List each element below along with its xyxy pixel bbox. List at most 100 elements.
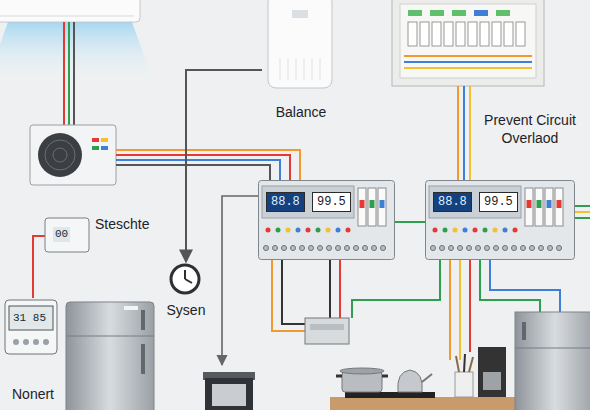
purifier-grille [312,58,313,80]
breaker-toggle [380,200,385,208]
wire-terminal [300,246,305,251]
breaker-toggle [557,200,562,208]
monitor-device: 31 85 Nonert [2,298,64,408]
status-led [443,228,448,233]
wire-terminal [327,246,332,251]
device-button [33,339,39,345]
status-led [326,228,331,233]
wire-connector [33,236,45,298]
breaker-switch [368,188,376,226]
display-reading: 00 [53,227,70,242]
purifier-body [268,0,332,88]
wire-terminal [449,246,454,251]
status-led [453,228,458,233]
device-button [43,339,49,345]
clock-face [171,265,199,293]
wire-terminal [521,246,526,251]
wire-terminal [345,246,350,251]
wire-terminal [336,246,341,251]
purifier-grille [280,58,281,80]
breaker-toggle [370,200,375,208]
callout-label: Prevent Circuit Overlaod [472,112,588,147]
wire-terminal [458,246,463,251]
wire-terminal [291,246,296,251]
status-led [433,228,438,233]
device-label: Nonert [2,386,64,403]
wire-terminal [512,246,517,251]
display-reading: 99.5 [479,192,518,212]
clock-hand [184,270,186,279]
purifier-grille [288,58,289,80]
purifier-grille [304,58,305,80]
breaker-toggle [547,200,552,208]
status-led [493,228,498,233]
status-led [266,228,271,233]
purifier-display [292,10,308,18]
wire-terminal [381,246,386,251]
module-housing [259,181,395,260]
timer-clock: Sysen [155,262,217,332]
status-led [316,228,321,233]
wire-terminal [318,246,323,251]
status-led [296,228,301,233]
wire-terminal [485,246,490,251]
status-led [306,228,311,233]
purifier-grille [320,58,321,80]
wire-terminal [494,246,499,251]
device-label: Sysen [155,302,217,319]
status-led [463,228,468,233]
clock-figure [155,262,215,332]
breaker-switch [525,188,533,226]
wire-terminal [548,246,553,251]
device-body [5,300,57,354]
breaker-switch [535,188,543,226]
control-module: 88.8 99.5 [258,180,395,260]
breaker-switch [555,188,563,226]
display-reading: 88.8 [433,192,472,212]
control-module: 88.8 99.5 [425,180,575,260]
breaker-toggle [527,200,532,208]
device-button [13,339,19,345]
wire-terminal [467,246,472,251]
wire-terminal [476,246,481,251]
device-label: Balance [262,104,340,121]
display-reading: 31 85 [11,311,48,326]
clock-hand [185,279,192,283]
wire-terminal [309,246,314,251]
display-reading: 99.5 [312,192,351,212]
purifier-grille [296,58,297,80]
wire-terminal [273,246,278,251]
status-led [483,228,488,233]
status-led [286,228,291,233]
breaker-switch [378,188,386,226]
display-reading: 88.8 [266,192,305,212]
wire-terminal [282,246,287,251]
wire-terminal [372,246,377,251]
display-frame [262,186,354,218]
breaker-switch [545,188,553,226]
thermostat-body [45,218,89,252]
status-led [473,228,478,233]
wire-terminal [363,246,368,251]
breaker-switch [358,188,366,226]
status-led [336,228,341,233]
breaker-toggle [537,200,542,208]
wire-connector [395,221,425,223]
wire-terminal [530,246,535,251]
wire-terminal [264,246,269,251]
status-led [276,228,281,233]
status-led [513,228,518,233]
wire-terminal [354,246,359,251]
display-frame [429,186,521,218]
wire-terminal [431,246,436,251]
wire-terminal [440,246,445,251]
thermostat: 00 Steschte [45,214,163,256]
device-label: Steschte [95,216,149,233]
status-led [346,228,351,233]
breaker-toggle [360,200,365,208]
air-purifier: Balance [262,0,340,125]
wire-connector [186,70,262,262]
